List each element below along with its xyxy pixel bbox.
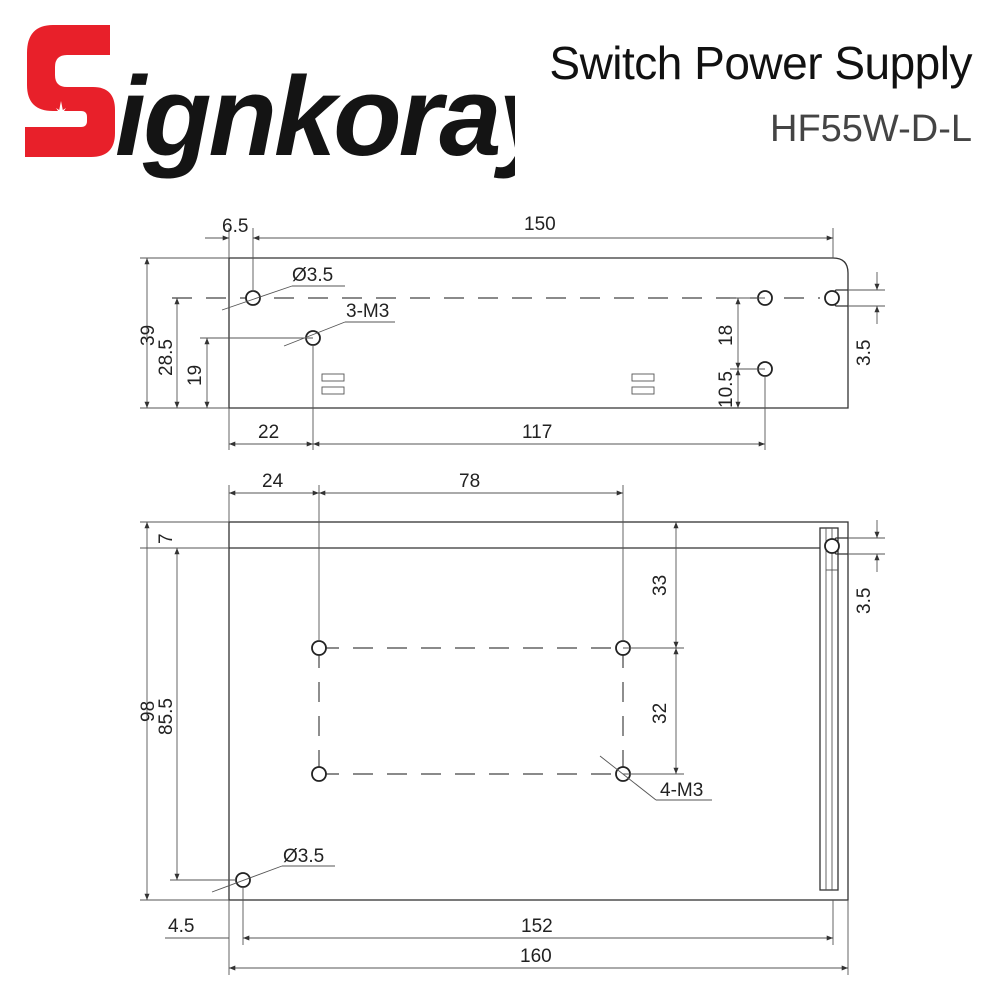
top-hole-icon	[235, 872, 251, 888]
side-dim-slot: 3.5	[854, 340, 875, 366]
side-slot-icon	[824, 290, 840, 306]
dim-24: 24	[262, 471, 284, 492]
dim-85-5: 85.5	[156, 698, 177, 735]
dim-98: 98	[138, 701, 159, 722]
top-slot-icon	[824, 538, 840, 554]
terminal-strip	[819, 527, 839, 891]
top-screw-icon	[311, 766, 327, 782]
dim-33: 33	[650, 575, 671, 596]
product-model: HF55W-D-L	[770, 108, 972, 150]
dim-28-5: 28.5	[156, 339, 177, 376]
dim-18: 18	[716, 325, 737, 346]
top-screw-icon	[311, 640, 327, 656]
top-screw-label: 4-M3	[660, 780, 703, 801]
top-dim-slot: 3.5	[854, 588, 875, 614]
dim-6-5: 6.5	[222, 216, 248, 237]
dim-19: 19	[185, 365, 206, 386]
dim-4-5: 4.5	[168, 916, 194, 937]
signkoray-logo: ignkoray	[25, 25, 515, 179]
logo-s-mark	[25, 25, 115, 157]
side-screw-label: 3-M3	[346, 301, 389, 322]
dim-10-5: 10.5	[716, 371, 737, 408]
dim-160: 160	[520, 946, 552, 967]
dim-7: 7	[156, 533, 177, 544]
dim-78: 78	[459, 471, 480, 492]
product-title: Switch Power Supply	[549, 37, 972, 89]
side-hole-diameter-label: Ø3.5	[292, 265, 333, 286]
top-view: 24 78 7 98 85.5 33 32 3.5 4-M3 Ø3.5	[138, 471, 885, 975]
dim-152: 152	[521, 916, 553, 937]
dim-22: 22	[258, 422, 279, 443]
dim-117: 117	[522, 422, 552, 443]
dim-32: 32	[650, 703, 671, 724]
top-hole-diameter-label: Ø3.5	[283, 846, 324, 867]
side-view: 6.5 150 Ø3.5 3-M3 39 28.5 19 18 10.5 3.5	[138, 214, 885, 450]
dim-150: 150	[524, 214, 556, 235]
logo-wordmark: ignkoray	[115, 54, 515, 179]
dim-39: 39	[138, 325, 159, 346]
